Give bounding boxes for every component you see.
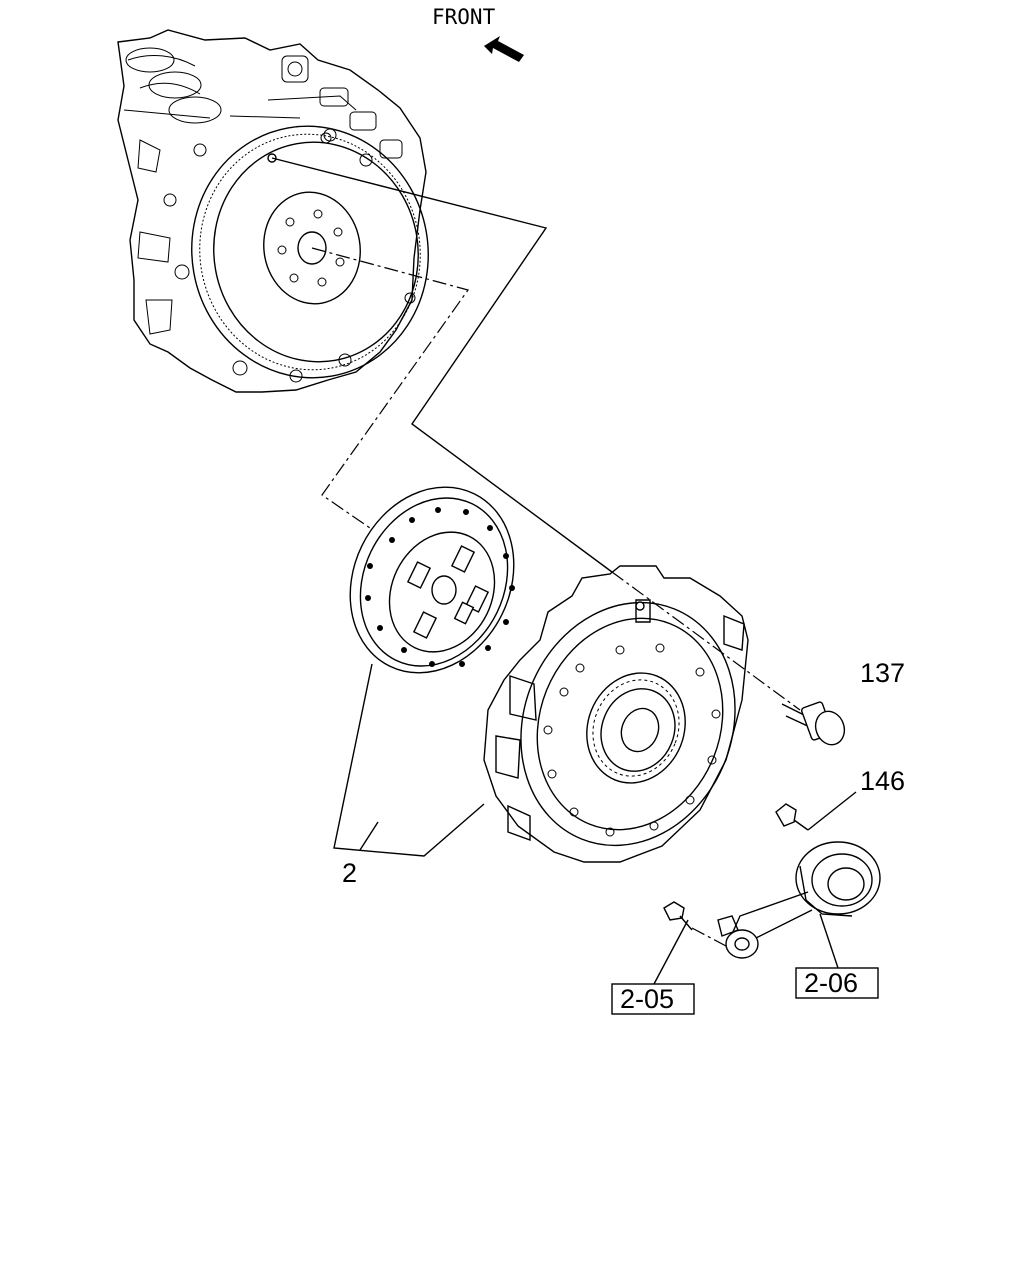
reference-leaders	[653, 913, 839, 985]
front-indicator: FRONT	[432, 5, 524, 62]
clutch-disc	[349, 486, 515, 674]
engine-block	[117, 29, 429, 393]
pressure-plate	[483, 565, 749, 863]
reference-2-05-label: 2-05	[620, 984, 674, 1014]
callout-146: 146	[860, 766, 905, 796]
reference-2-06-label: 2-06	[804, 968, 858, 998]
bolt-146	[775, 791, 857, 831]
front-label: FRONT	[432, 5, 496, 29]
reference-2-05-button[interactable]: 2-05	[611, 983, 695, 1015]
callout-2: 2	[342, 858, 357, 888]
bolt-slave-lower	[663, 901, 693, 931]
reference-2-06-button[interactable]: 2-06	[795, 967, 879, 999]
slave-cylinder	[691, 841, 881, 959]
leader-lines	[271, 157, 801, 711]
callout-137: 137	[860, 658, 905, 688]
front-arrow-icon	[484, 36, 524, 62]
bolt-137	[781, 701, 846, 746]
clutch-set-bracket	[333, 663, 485, 857]
